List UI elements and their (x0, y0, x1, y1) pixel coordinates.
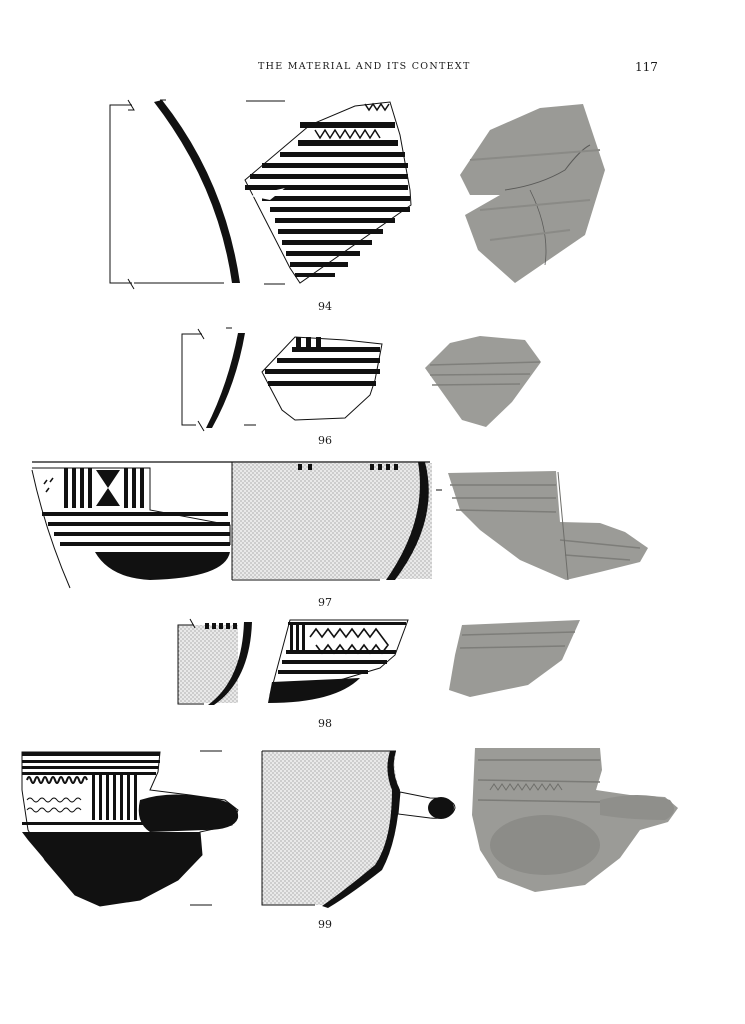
sherd-96-photo (425, 336, 541, 427)
figure-label-94: 94 (318, 300, 332, 313)
sherd-98-drawing (177, 618, 409, 705)
sherd-94-drawing (244, 101, 412, 284)
running-head: THE MATERIAL AND ITS CONTEXT (258, 61, 471, 72)
sherd-97-drawing (31, 461, 442, 589)
sherd-99-drawing (21, 750, 239, 907)
figure-label-98: 98 (318, 717, 332, 730)
sherd-99-photo (472, 748, 678, 892)
figure-label-96: 96 (318, 434, 332, 447)
sherd-97-photo (448, 471, 648, 581)
sherd-94-profile (109, 99, 285, 290)
sherd-99-profile (261, 750, 456, 908)
sherd-96-profile (181, 327, 256, 432)
figure-label-99: 99 (318, 918, 332, 931)
page-number: 117 (635, 60, 658, 74)
sherd-96-drawing (261, 336, 383, 421)
sherd-98-photo (449, 620, 580, 697)
sherd-94-photo (460, 104, 605, 283)
figure-label-97: 97 (318, 596, 332, 609)
